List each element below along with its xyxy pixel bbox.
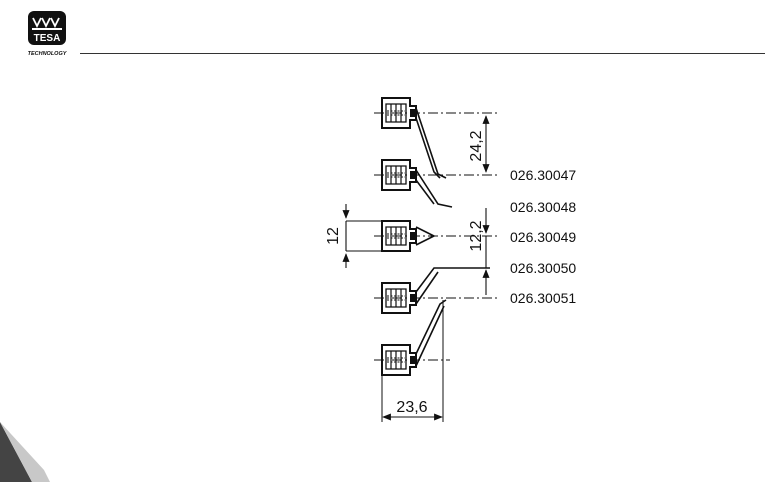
part-number-2: 026.30048 [510, 199, 576, 215]
dimension-24-2: 24,2 [468, 116, 486, 172]
dimension-label-23-6: 23,6 [396, 399, 427, 416]
part-number-4: 026.30050 [510, 260, 576, 276]
dimension-label-24-2: 24,2 [468, 130, 485, 161]
part-number-3: 026.30049 [510, 229, 576, 245]
dimension-12-2: 12,2 [468, 208, 486, 295]
probe-holder-4 [374, 268, 500, 313]
dimension-label-12-2: 12,2 [468, 220, 485, 251]
dimension-12: 12 [325, 204, 346, 268]
part-number-5: 026.30051 [510, 290, 576, 306]
dimension-23-6: 23,6 [383, 399, 442, 417]
part-number-1: 026.30047 [510, 167, 576, 183]
dimension-label-12: 12 [325, 227, 342, 245]
probe-holder-2 [374, 160, 500, 207]
